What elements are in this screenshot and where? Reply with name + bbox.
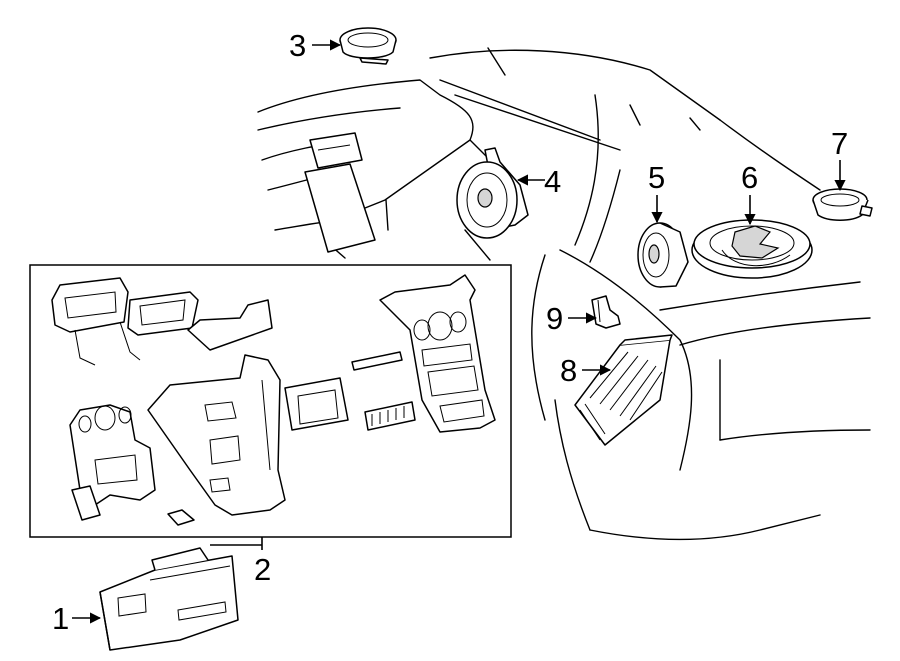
callout-labels: 1 2 3 4 5 6 7 8 9 xyxy=(52,28,848,636)
callout-3: 3 xyxy=(289,28,306,63)
part-7-tweeter xyxy=(812,188,873,221)
callout-4: 4 xyxy=(544,164,561,199)
callout-2: 2 xyxy=(254,552,271,587)
part-4-speaker xyxy=(456,147,529,239)
vehicle-interior-outline xyxy=(257,47,871,541)
callout-1: 1 xyxy=(52,601,69,636)
callout-5: 5 xyxy=(648,160,665,195)
callout-6: 6 xyxy=(741,160,758,195)
part-8-vent xyxy=(574,334,673,446)
callout-7: 7 xyxy=(831,126,848,161)
leader-lines xyxy=(72,39,846,624)
part-3-tweeter xyxy=(339,27,397,65)
callout-9: 9 xyxy=(546,301,563,336)
part-6-grille xyxy=(691,219,813,279)
part-5-speaker xyxy=(637,222,689,288)
kit-2-box xyxy=(29,264,512,538)
part-9-sensor xyxy=(591,295,621,329)
callout-8: 8 xyxy=(560,353,577,388)
part-1-module xyxy=(99,547,239,651)
